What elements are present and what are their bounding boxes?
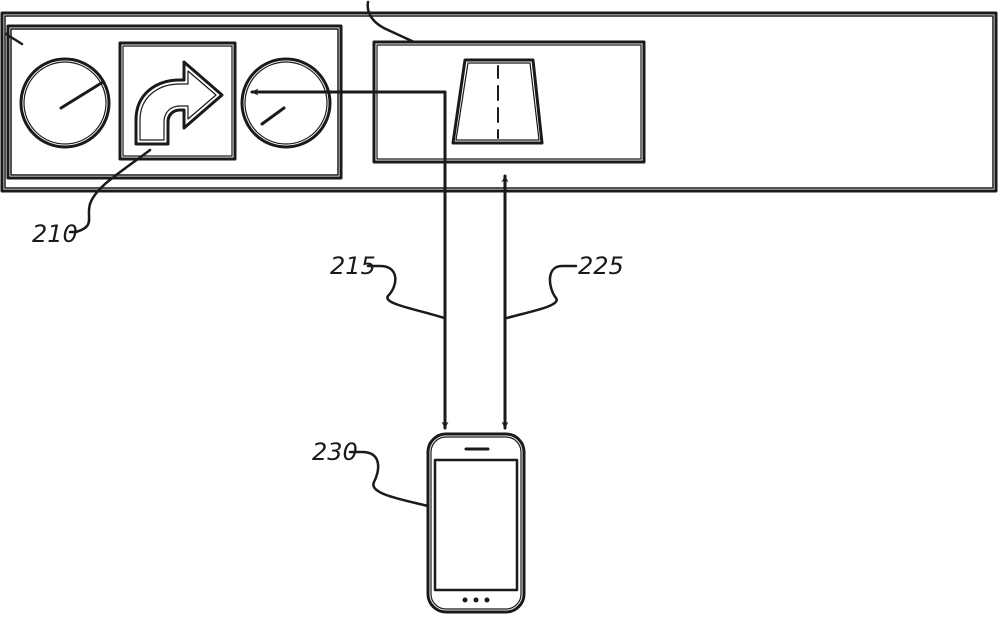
turn-right-arrow-display	[118, 41, 237, 161]
leader-line-230	[348, 450, 430, 508]
right-gauge-icon	[240, 57, 332, 149]
ref-label-215: 215	[330, 252, 376, 280]
leader-line-225	[505, 264, 578, 320]
left-gauge-icon	[19, 57, 111, 149]
leader-line-215	[366, 264, 446, 320]
turn-right-arrow-icon	[134, 60, 224, 146]
leader-line-210	[68, 148, 152, 234]
leader-line-dashboard	[366, 0, 416, 44]
road-icon	[451, 58, 544, 145]
ref-label-210: 210	[32, 220, 78, 248]
dashboard-panel	[0, 11, 998, 193]
navigation-view	[372, 40, 646, 164]
smartphone-icon	[426, 432, 526, 614]
instrument-cluster	[6, 24, 343, 180]
ref-label-230: 230	[312, 438, 358, 466]
ref-label-225: 225	[578, 252, 624, 280]
link-215-arrow	[250, 88, 449, 430]
